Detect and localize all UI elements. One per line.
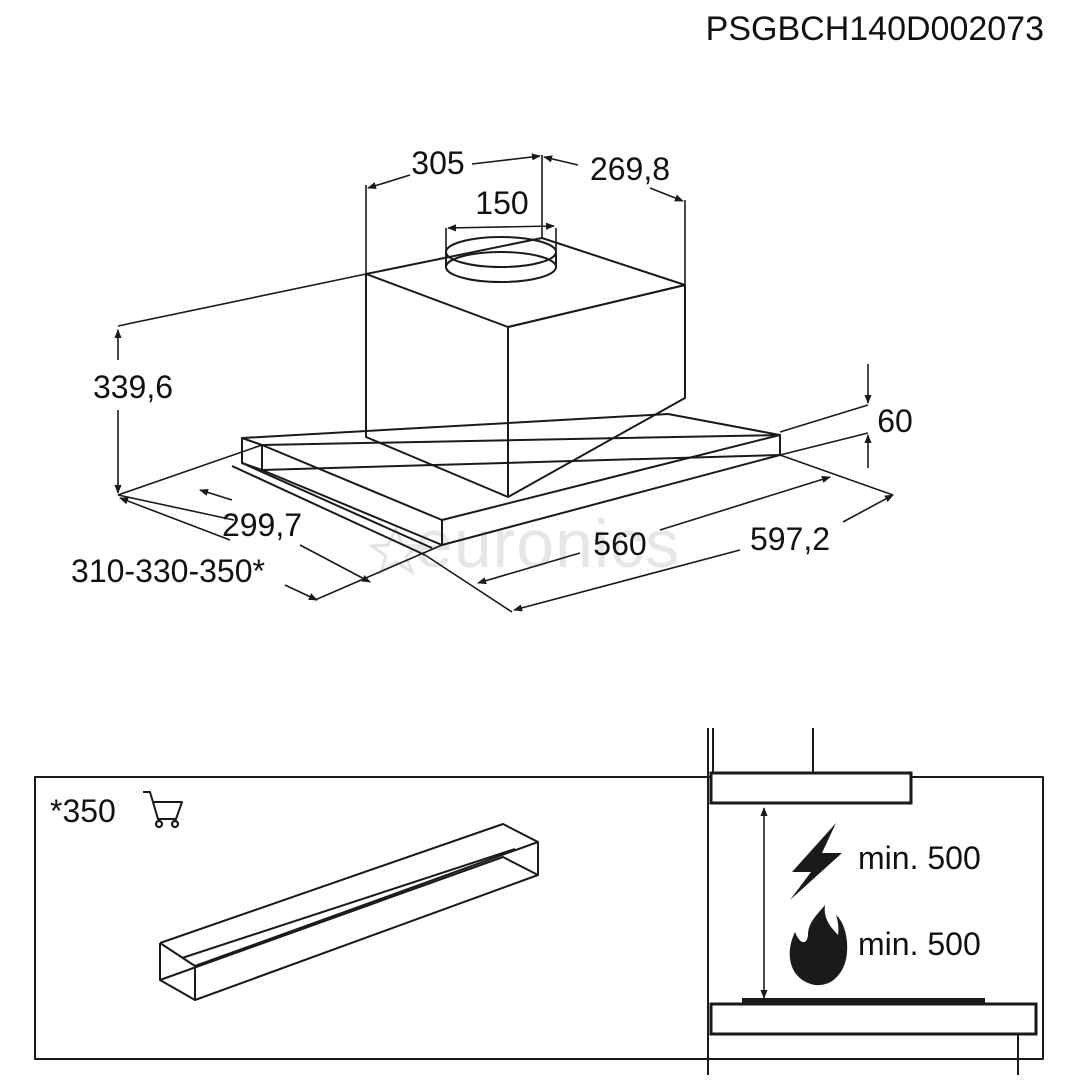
dim-total-height: 339,6	[93, 369, 173, 405]
hood-base-panel	[231, 413, 781, 556]
gas-clearance-label: min. 500	[858, 926, 981, 962]
dim-depth-options: 310-330-350*	[71, 553, 265, 589]
shopping-cart-icon	[143, 791, 183, 829]
dimension-labels: 305 269,8 150 339,6 60 299,7 310-330-350…	[71, 145, 913, 589]
hob-burner	[742, 998, 985, 1004]
hood-drawing	[231, 236, 781, 556]
accessory-panel: *350	[34, 776, 1044, 1060]
hood-bottom-edge	[709, 771, 913, 805]
watermark-star-icon	[367, 524, 425, 576]
dim-box-depth: 269,8	[590, 151, 670, 187]
accessory-frame	[34, 776, 1044, 1060]
dim-box-width: 305	[411, 145, 464, 181]
dim-duct-diameter: 150	[475, 185, 528, 221]
extension-profile	[159, 823, 539, 1001]
watermark: euronics	[367, 506, 680, 582]
electric-clearance-label: min. 500	[858, 840, 981, 876]
watermark-text: euronics	[415, 506, 680, 582]
hood-chimney-box	[365, 237, 686, 498]
dim-width-outer: 597,2	[750, 521, 830, 557]
hob-surface	[709, 1002, 1038, 1036]
dimension-lines	[114, 153, 894, 613]
lightning-bolt-icon	[790, 823, 842, 900]
product-code: PSGBCH140D002073	[706, 10, 1044, 48]
dim-width-inner: 560	[593, 526, 646, 562]
accessory-label: *350	[50, 793, 116, 829]
flame-icon	[789, 905, 848, 986]
clearance-drawing: min. 500 min. 500	[707, 728, 1038, 1075]
dim-depth-inner: 299,7	[222, 507, 302, 543]
duct-collar	[445, 236, 557, 283]
dim-panel-height: 60	[877, 403, 913, 439]
